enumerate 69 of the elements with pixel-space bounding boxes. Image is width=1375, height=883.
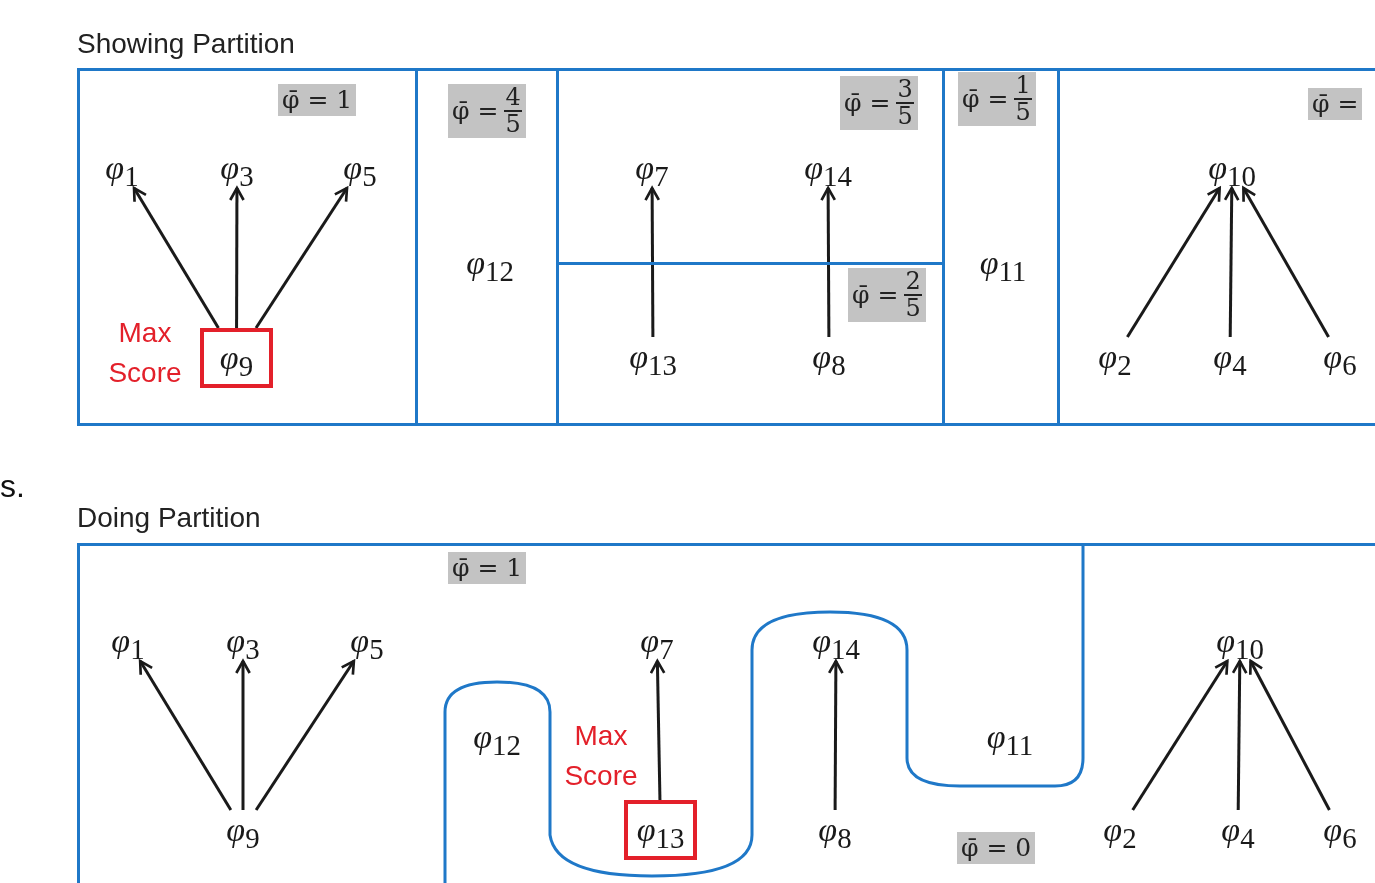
panel-title: Doing Partition — [77, 501, 261, 535]
variable-label: φ$_{7}$ — [640, 623, 674, 659]
score-label: φ̄ = — [1312, 89, 1359, 119]
variable-label: φ$_{9}$ — [226, 812, 260, 848]
arrow — [1223, 186, 1240, 337]
arrow — [228, 186, 245, 328]
variable-label: φ$_{11}$ — [979, 245, 1027, 281]
variable-label: φ$_{5}$ — [350, 623, 384, 659]
arrow — [1242, 186, 1330, 338]
score-label: φ̄ = — [452, 96, 499, 127]
variable-label: φ$_{7}$ — [635, 150, 669, 186]
variable-label: φ$_{1}$ — [105, 150, 139, 186]
variable-label: φ$_{6}$ — [1323, 339, 1357, 375]
variable-label: φ$_{4}$ — [1213, 339, 1247, 375]
variable-label: φ$_{8}$ — [818, 812, 852, 848]
score-label: φ̄ = — [852, 280, 899, 311]
fraction-denominator: 5 — [505, 112, 521, 138]
fraction-denominator: 5 — [1015, 100, 1031, 126]
fraction-denominator: 5 — [897, 104, 913, 130]
arrow — [138, 659, 233, 811]
fraction-numerator: 4 — [504, 85, 522, 113]
score-label: φ̄ = 1 — [282, 85, 353, 115]
arrow — [235, 659, 251, 810]
fraction-numerator: 1 — [1014, 73, 1032, 101]
partition-region — [77, 68, 418, 426]
variable-label: φ$_{10}$ — [1216, 623, 1264, 659]
arrow — [1131, 659, 1229, 811]
variable-label: φ$_{1}$ — [111, 623, 145, 659]
score-label: φ̄ = — [844, 88, 891, 119]
arrow — [254, 659, 356, 811]
arrow — [1231, 659, 1248, 810]
arrow — [1126, 186, 1221, 338]
variable-label: φ$_{11}$ — [986, 719, 1034, 755]
max-score-note: Max Score — [107, 316, 183, 390]
score-label: φ̄ = 1 — [452, 553, 523, 583]
arrow — [1248, 659, 1331, 811]
arrow — [820, 186, 837, 337]
variable-label: φ$_{3}$ — [220, 150, 254, 186]
score-label: φ̄ = — [962, 84, 1009, 115]
arrow — [649, 659, 666, 801]
variable-label: φ$_{14}$ — [812, 623, 860, 659]
text-fragment: s. — [0, 468, 25, 504]
arrow — [132, 186, 220, 329]
fraction-numerator: 3 — [896, 77, 914, 105]
fraction-numerator: 2 — [904, 269, 922, 297]
variable-label: φ$_{10}$ — [1208, 150, 1256, 186]
variable-label: φ$_{14}$ — [804, 150, 852, 186]
score-label: φ̄ = 0 — [961, 833, 1032, 863]
variable-label: φ$_{13}$ — [636, 812, 685, 848]
variable-label: φ$_{2}$ — [1098, 339, 1132, 375]
variable-label: φ$_{4}$ — [1221, 812, 1255, 848]
variable-label: φ$_{8}$ — [812, 339, 846, 375]
variable-label: φ$_{3}$ — [226, 623, 260, 659]
variable-label: φ$_{12}$ — [473, 719, 521, 755]
variable-label: φ$_{13}$ — [629, 339, 677, 375]
partition-region — [942, 68, 1060, 426]
panel-title: Showing Partition — [77, 27, 295, 61]
variable-label: φ$_{12}$ — [466, 245, 514, 281]
max-score-note: Max Score — [563, 719, 639, 793]
fraction-denominator: 5 — [905, 296, 921, 322]
partition-region — [1057, 68, 1375, 426]
partition-region — [415, 68, 559, 426]
arrow — [644, 186, 661, 337]
variable-label: φ$_{9}$ — [219, 340, 254, 376]
variable-label: φ$_{2}$ — [1103, 812, 1137, 848]
arrow — [827, 659, 844, 810]
variable-label: φ$_{5}$ — [343, 150, 377, 186]
variable-label: φ$_{6}$ — [1323, 812, 1357, 848]
arrow — [254, 186, 349, 329]
